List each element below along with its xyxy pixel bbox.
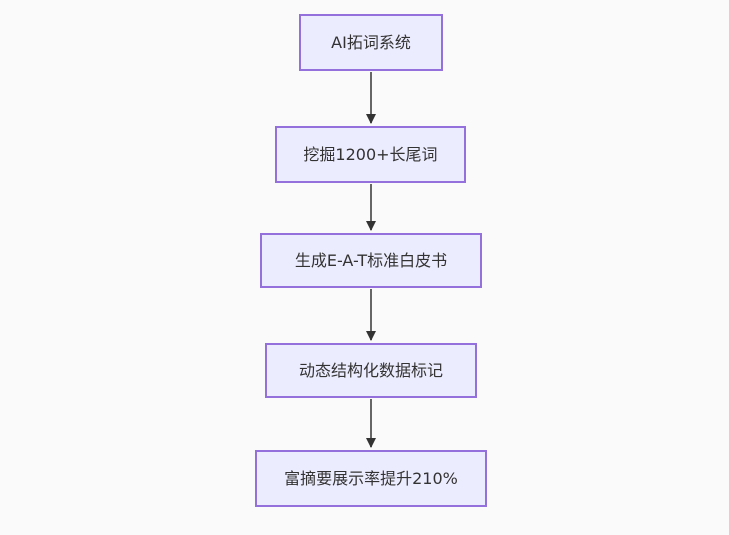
node-label: 动态结构化数据标记: [298, 360, 443, 380]
flowchart-node-mine-longtail-keywords: 挖掘1200+长尾词: [275, 126, 466, 183]
flowchart-node-rich-snippet-rate: 富摘要展示率提升210%: [255, 450, 487, 507]
node-label: 生成E-A-T标准白皮书: [294, 250, 448, 270]
flowchart-node-generate-eat-whitepaper: 生成E-A-T标准白皮书: [260, 233, 482, 288]
node-label: AI拓词系统: [331, 32, 411, 52]
flowchart-node-ai-keyword-system: AI拓词系统: [299, 14, 443, 71]
flowchart-node-dynamic-structured-data: 动态结构化数据标记: [265, 343, 477, 398]
node-label: 挖掘1200+长尾词: [303, 144, 438, 164]
node-label: 富摘要展示率提升210%: [284, 468, 458, 488]
